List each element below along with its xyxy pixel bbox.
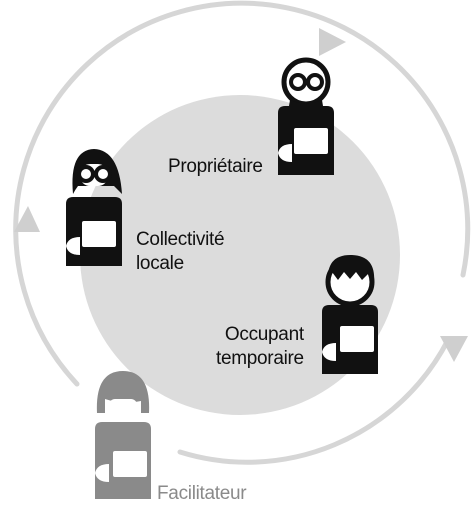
label-collectivite-line-2: locale — [136, 253, 184, 274]
actor-occupant-temporaire — [322, 254, 378, 374]
actor-collectivite-locale — [66, 149, 122, 266]
label-occupant-line-2: temporaire — [216, 348, 304, 369]
person-with-glasses-icon — [278, 57, 334, 175]
cycle-arrow-left-icon — [14, 206, 40, 232]
cycle-arrow-right-icon — [440, 336, 468, 362]
cycle-ring-arc — [13, 0, 471, 387]
label-facilitateur-line: Facilitateur — [157, 483, 247, 504]
cycle-ring — [13, 0, 471, 465]
label-occupant-temporaire: Occupant temporaire — [216, 323, 304, 371]
actor-facilitateur — [95, 371, 151, 499]
actor-proprietaire — [278, 57, 334, 175]
person-with-bob-haircut-icon — [95, 371, 151, 499]
label-collectivite-line-1: Collectivité — [136, 229, 225, 250]
label-facilitateur: Facilitateur — [157, 482, 247, 506]
cycle-ring-arc-bottom — [177, 337, 451, 465]
label-proprietaire-line: Propriétaire — [168, 156, 263, 177]
person-with-spiky-hair-icon — [322, 254, 378, 374]
label-proprietaire: Propriétaire — [168, 155, 263, 179]
cycle-arrow-top-icon — [319, 28, 346, 56]
label-occupant-line-1: Occupant — [224, 324, 304, 345]
person-with-long-hair-and-glasses-icon — [66, 149, 122, 266]
label-collectivite-locale: Collectivité locale — [136, 228, 225, 276]
